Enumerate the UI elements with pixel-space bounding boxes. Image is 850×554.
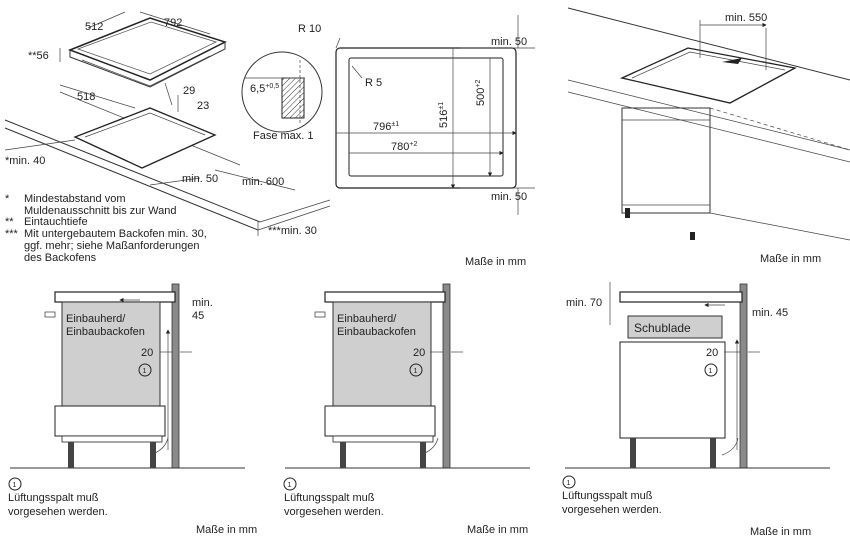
radius-5: R 5	[365, 77, 382, 89]
note-line1: Lüftungsspalt muß	[284, 492, 375, 504]
note-text: ggf. mehr; siehe Maßanforderungen	[24, 240, 200, 252]
wall	[171, 283, 180, 469]
dim-min-70: min. 70	[566, 297, 602, 309]
countertop-cutout	[619, 47, 797, 104]
footnotes: * Mindestabstand vom Muldenausschnitt bi…	[5, 193, 207, 264]
gap-min-label: min.	[192, 297, 213, 309]
oven-label-line1: Einbauherd/	[337, 313, 397, 325]
section-oven-panel: Einbauherd/ Einbaubackofen min. 45 20 1 …	[8, 283, 257, 536]
cooktop-cutout	[73, 107, 217, 169]
gap-min-value: 45	[192, 310, 204, 322]
drawer-label: Schublade	[634, 321, 691, 335]
gap-20: 20	[413, 347, 425, 359]
dim-512: 512	[85, 21, 103, 33]
detail-dim-6-5: 6,5+0,5	[250, 83, 279, 95]
note-marker: *	[5, 193, 10, 205]
units-label: Maße in mm	[760, 253, 821, 265]
callout-number: 1	[143, 368, 147, 375]
note-text: Eintauchtiefe	[24, 216, 88, 228]
note-text: Mindestabstand vom	[24, 193, 126, 205]
callout-circle	[704, 363, 718, 377]
cooktop-isometric-panel: 512 792 **56 518 29 23 *min. 40 min. 50 …	[4, 11, 331, 264]
dim-min-30: ***min. 30	[268, 225, 317, 237]
note-marker: **	[5, 216, 14, 228]
dim-23: 23	[197, 100, 209, 112]
callout-circle	[138, 363, 152, 377]
callout-circle	[283, 477, 297, 491]
units-label: Maße in mm	[196, 524, 257, 536]
radius-10: R 10	[298, 23, 321, 35]
inner-cutout-outline	[348, 57, 504, 177]
callout-circle	[409, 363, 423, 377]
dim-518: 518	[77, 91, 95, 103]
gap-20: 20	[706, 347, 718, 359]
oven-body	[332, 301, 432, 407]
dim-min-600: min. 600	[242, 176, 284, 188]
wall	[442, 283, 451, 469]
note-line2: vorgesehen werden.	[284, 506, 384, 518]
oven-label-line2: Einbaubackofen	[337, 326, 416, 338]
bevel-label: Fase max. 1	[253, 130, 314, 142]
dim-min-550: min. 550	[725, 12, 767, 24]
dim-796: 796±1	[373, 121, 399, 133]
callout-circle	[562, 475, 576, 489]
note-text: Muldenausschnitt bis zur Wand	[24, 205, 176, 217]
callout-number: 1	[13, 482, 17, 489]
note-line1: Lüftungsspalt muß	[562, 490, 653, 502]
dim-min-50-top: min. 50	[491, 36, 527, 48]
dim-780: 780+2	[391, 141, 417, 153]
gap-20: 20	[141, 347, 153, 359]
cabinet-isometric-panel: min. 550 Maße in mm	[567, 7, 850, 265]
dim-500: 500+2	[475, 80, 487, 106]
units-label: Maße in mm	[465, 256, 526, 268]
cutout-plan-panel: R 10 R 5 min. 50 min. 50 796±1 780+2 516…	[298, 15, 535, 268]
dim-min-45: min. 45	[752, 307, 788, 319]
section-oven-panel-2: Einbauherd/ Einbaubackofen 20 1 1 Lüftun…	[283, 283, 530, 536]
callout-circle	[8, 477, 22, 491]
note-line1: Lüftungsspalt muß	[8, 492, 99, 504]
oven-label-line2: Einbaubackofen	[66, 326, 145, 338]
callout-number: 1	[288, 482, 292, 489]
dim-516: 516±1	[438, 102, 450, 128]
note-text: Mit untergebautem Backofen min. 30,	[24, 228, 207, 240]
oven-label-line1: Einbauherd/	[66, 313, 126, 325]
section-drawer-panel: Schublade min. 70 min. 45 20 1 1 Lüftung…	[562, 282, 830, 538]
dim-792: 792	[164, 17, 182, 29]
dim-29: 29	[183, 85, 195, 97]
note-text: des Backofens	[24, 252, 97, 264]
wall	[739, 283, 748, 469]
callout-number: 1	[567, 480, 571, 487]
units-label: Maße in mm	[467, 524, 528, 536]
units-label: Maße in mm	[750, 526, 811, 538]
dim-min-50-bottom: min. 50	[491, 191, 527, 203]
dim-min-50: min. 50	[182, 173, 218, 185]
callout-number: 1	[709, 368, 713, 375]
dim-min-40: *min. 40	[5, 155, 45, 167]
note-marker: ***	[5, 228, 19, 240]
callout-number: 1	[414, 368, 418, 375]
drawer-box	[627, 315, 723, 339]
note-line2: vorgesehen werden.	[8, 506, 108, 518]
oven-body	[61, 301, 161, 407]
dim-immersion-56: **56	[28, 50, 49, 62]
note-line2: vorgesehen werden.	[562, 504, 662, 516]
